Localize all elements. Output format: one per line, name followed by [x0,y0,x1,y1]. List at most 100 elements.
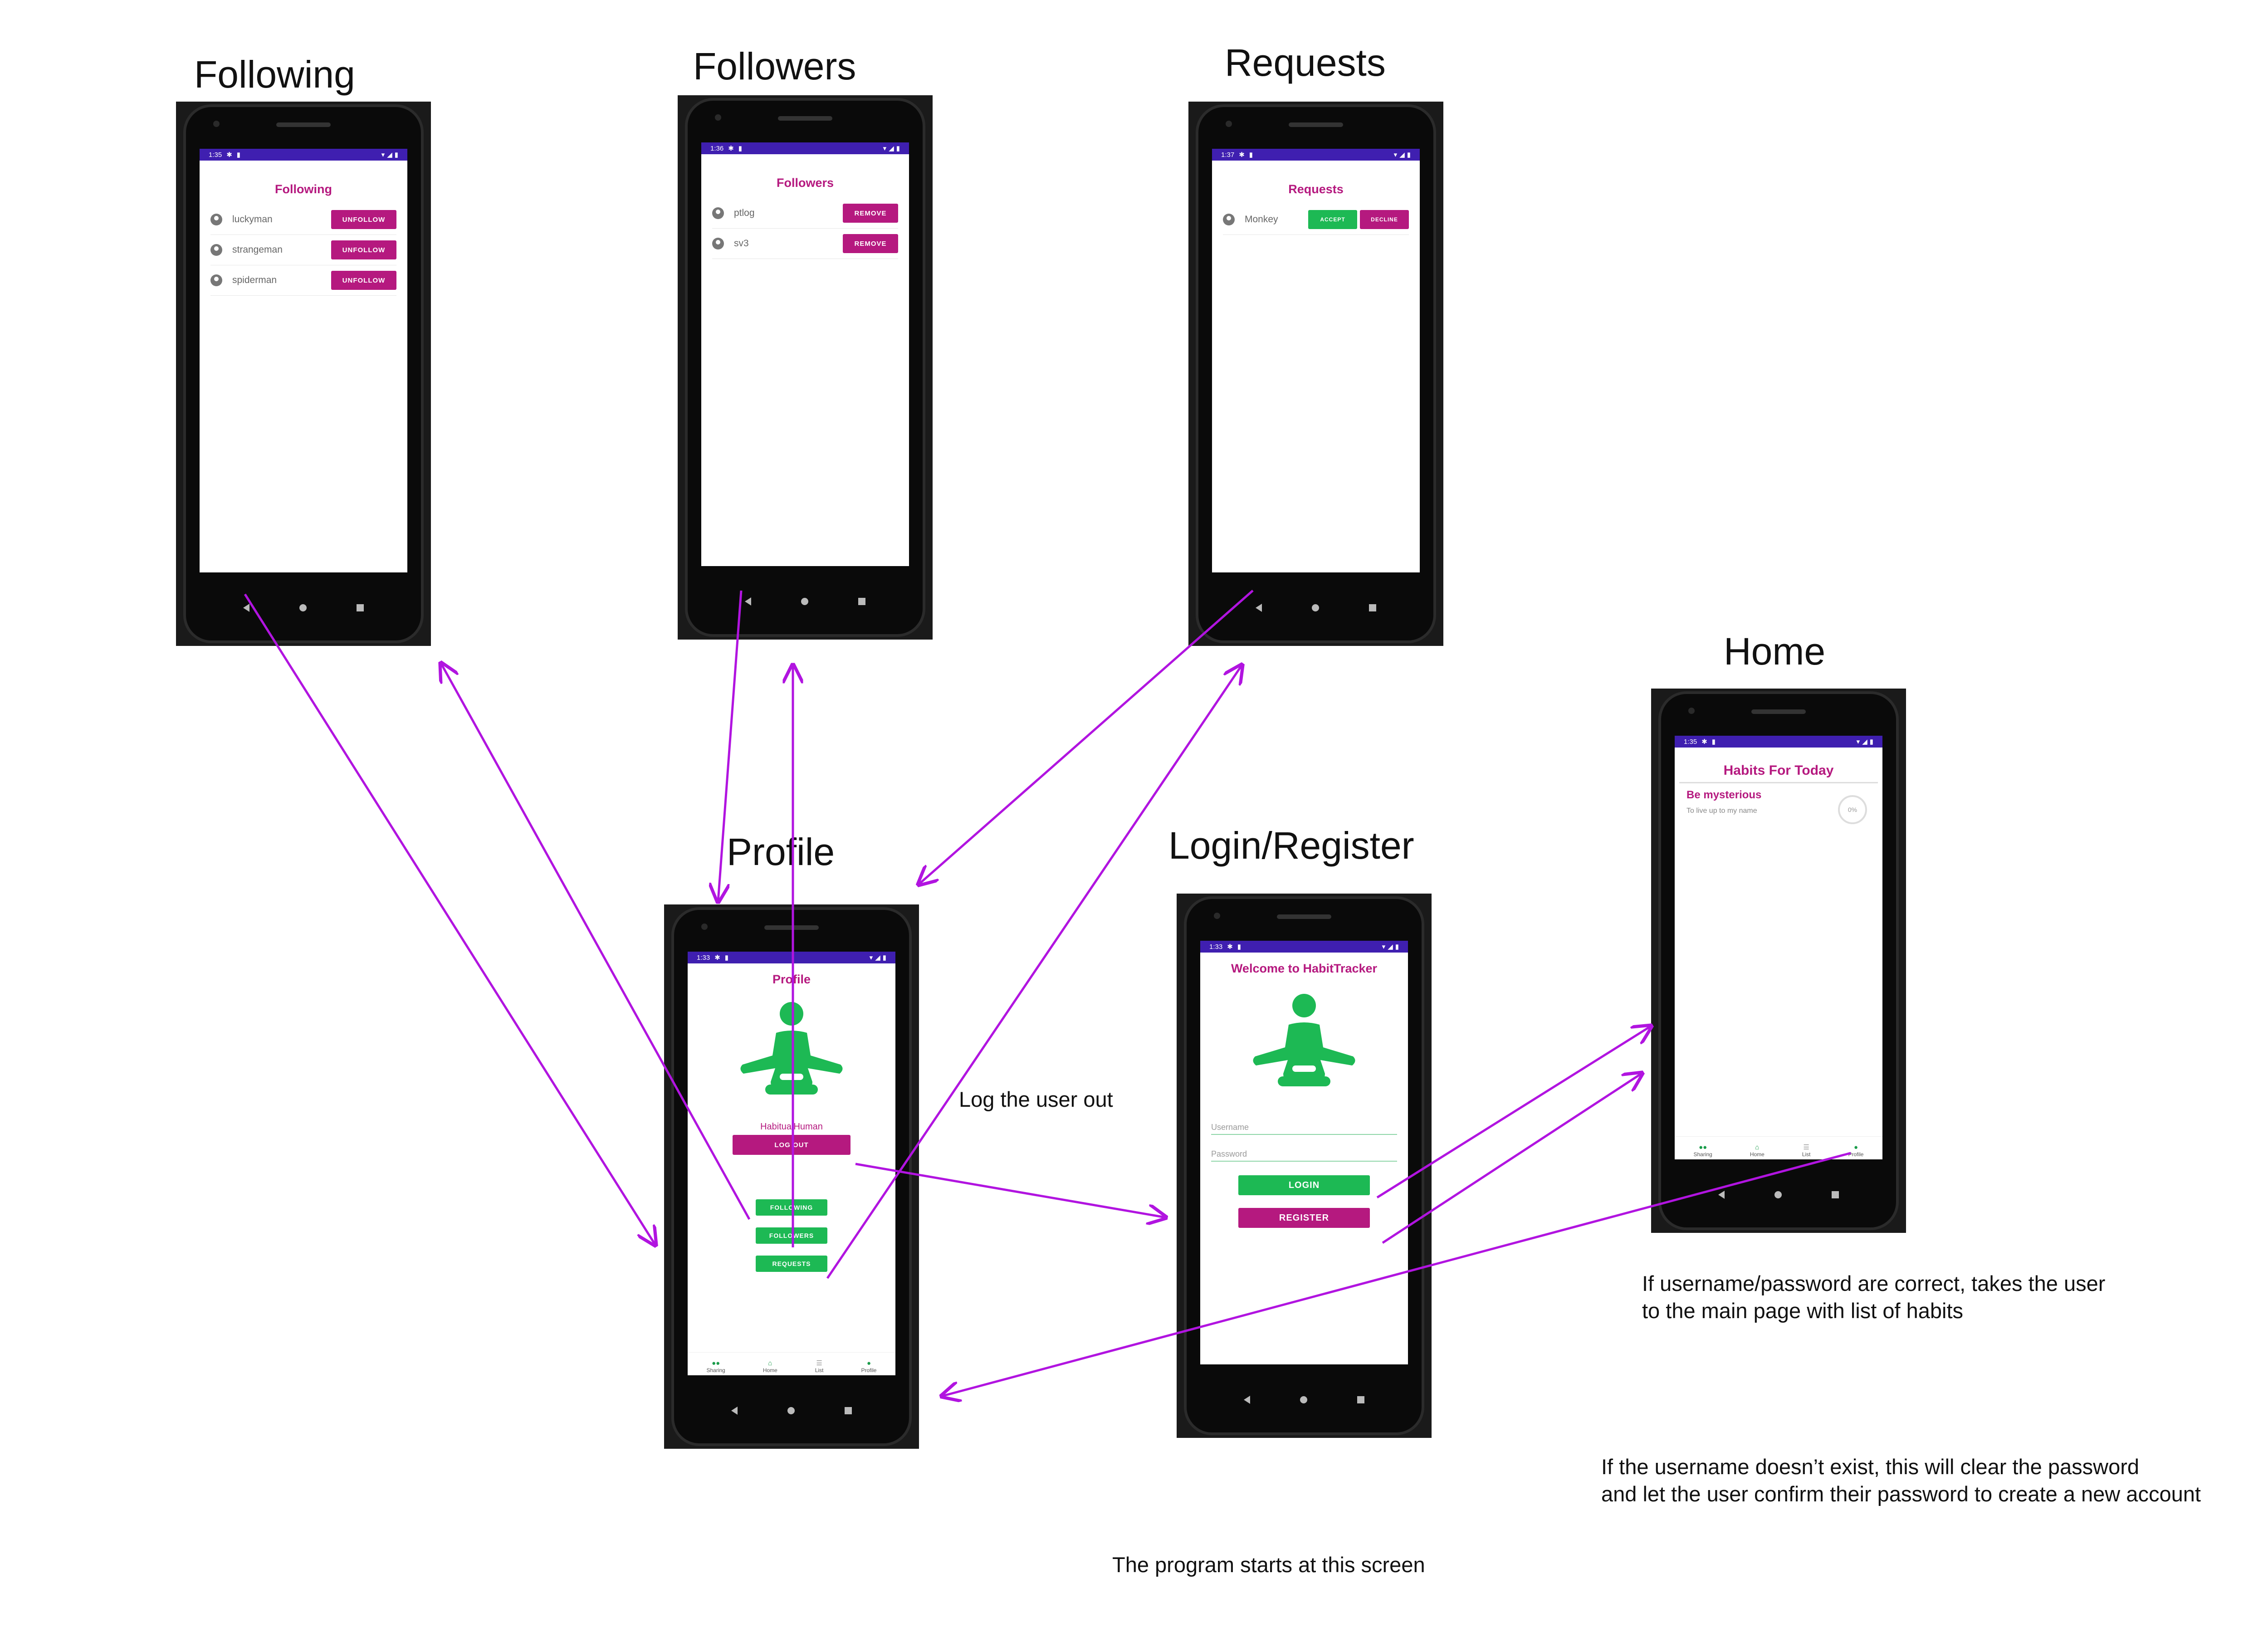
list-icon: ☰ [1803,1144,1809,1151]
sim-icon: ▮ [236,151,241,159]
screen-heading: Following [275,182,332,196]
back-icon[interactable] [1244,1396,1250,1404]
following-button[interactable]: FOLLOWING [756,1199,827,1216]
house-icon: ⌂ [768,1359,772,1367]
nav-list[interactable]: ☰List [815,1360,824,1374]
account-icon [210,214,222,225]
login-title: Login/Register [1168,824,1414,867]
back-icon[interactable] [745,597,751,606]
nav-home[interactable]: ⌂Home [1750,1144,1765,1158]
recents-icon[interactable] [845,1407,852,1414]
account-icon [210,274,222,286]
arrow-home-profile-tab-to-profile [942,1152,1851,1396]
profile-phone: 1:33✱▮ ▾◢▮ Profile HabitualHuman LOG OUT… [664,904,919,1449]
status-bar: 1:35✱▮ ▾◢▮ [1675,736,1882,748]
list-item: strangeman UNFOLLOW [210,235,396,265]
recents-icon[interactable] [858,598,865,605]
requests-screen: 1:37✱▮ ▾◢▮ Requests Monkey ACCEPT DECLIN… [1212,149,1420,572]
profile-title: Profile [727,831,835,873]
user-name: strangeman [232,244,283,255]
password-field[interactable]: Password [1211,1149,1397,1162]
status-time: 1:33 [697,953,710,962]
user-name: Monkey [1245,214,1278,225]
status-bar: 1:33✱▮ ▾◢▮ [688,952,895,963]
battery-icon: ▮ [1395,943,1399,951]
remove-button[interactable]: REMOVE [843,234,898,253]
arrow-requests-back-to-profile [919,590,1254,885]
home-circle-icon[interactable] [299,604,307,611]
home-circle-icon[interactable] [801,598,808,605]
requests-button[interactable]: REQUESTS [756,1256,827,1272]
nav-label: List [1802,1151,1811,1158]
list-item: luckyman UNFOLLOW [210,205,396,235]
welcome-heading: Welcome to HabitTracker [1231,962,1378,975]
recents-icon[interactable] [1357,1396,1364,1403]
group-icon: ●● [712,1359,720,1367]
nav-profile[interactable]: ●Profile [1848,1144,1863,1158]
login-button[interactable]: LOGIN [1238,1175,1370,1195]
screen-heading: Habits For Today [1723,763,1834,778]
account-icon [1223,214,1235,225]
list-item: Monkey ACCEPT DECLINE [1223,205,1409,235]
back-icon[interactable] [731,1407,738,1415]
user-name: luckyman [232,214,273,225]
nav-sharing[interactable]: ●●Sharing [1693,1144,1712,1158]
camera [1226,121,1232,127]
username-field[interactable]: Username [1211,1123,1397,1135]
login-screen: 1:33✱▮ ▾◢▮ Welcome to HabitTracker Usern… [1200,941,1408,1364]
nav-profile[interactable]: ●Profile [861,1360,877,1374]
signal-icon: ◢ [875,954,880,962]
settings-icon: ✱ [714,954,720,962]
camera [701,924,708,930]
decline-button[interactable]: DECLINE [1360,210,1409,229]
home-circle-icon[interactable] [1774,1191,1782,1198]
back-icon[interactable] [1256,604,1262,612]
followers-button[interactable]: FOLLOWERS [756,1227,827,1244]
unfollow-button[interactable]: UNFOLLOW [331,271,396,290]
wifi-icon: ▾ [883,145,887,152]
settings-icon: ✱ [226,151,232,159]
remove-button[interactable]: REMOVE [843,204,898,223]
login-note-line-1: If username/password are correct, takes … [1642,1271,2106,1295]
register-button[interactable]: REGISTER [1238,1208,1370,1228]
meditation-icon [1200,993,1408,1093]
battery-icon: ▮ [896,145,900,152]
unfollow-button[interactable]: UNFOLLOW [331,210,396,229]
home-circle-icon[interactable] [787,1407,795,1414]
status-bar: 1:37✱▮ ▾◢▮ [1212,149,1420,161]
accept-button[interactable]: ACCEPT [1308,210,1357,229]
arrow-logout-to-login [855,1163,1166,1217]
sim-icon: ▮ [1249,151,1253,159]
home-circle-icon[interactable] [1312,604,1319,611]
nav-label: Home [1750,1151,1765,1158]
habit-card[interactable]: Be mysterious To live up to my name 0% [1679,782,1878,829]
settings-icon: ✱ [728,145,734,152]
progress-ring: 0% [1838,795,1867,824]
user-name: ptlog [734,208,755,218]
unfollow-button[interactable]: UNFOLLOW [331,240,396,259]
back-icon[interactable] [1718,1191,1725,1199]
battery-icon: ▮ [882,954,886,962]
account-icon [210,244,222,256]
recents-icon[interactable] [357,604,364,611]
account-icon [712,207,724,219]
nav-sharing[interactable]: ●●Sharing [706,1359,725,1374]
logout-note: Log the user out [959,1087,1113,1111]
settings-icon: ✱ [1701,738,1707,746]
following-screen: 1:35✱▮ ▾◢▮ Following luckyman UNFOLLOW s… [200,149,407,572]
nav-home[interactable]: ⌂Home [763,1359,777,1374]
person-icon: ● [1853,1144,1858,1151]
logout-button[interactable]: LOG OUT [733,1135,850,1155]
nav-list[interactable]: ☰List [1802,1144,1811,1158]
status-bar: 1:35✱▮ ▾◢▮ [200,149,407,161]
settings-icon: ✱ [1239,151,1245,159]
nav-label: Profile [861,1367,877,1373]
recents-icon[interactable] [1832,1191,1839,1198]
screen-heading: Requests [1288,182,1344,196]
home-title: Home [1724,630,1826,673]
recents-icon[interactable] [1369,604,1376,611]
home-circle-icon[interactable] [1300,1396,1307,1403]
speaker [276,122,331,127]
start-note: The program starts at this screen [1112,1553,1425,1577]
back-icon[interactable] [243,604,249,612]
